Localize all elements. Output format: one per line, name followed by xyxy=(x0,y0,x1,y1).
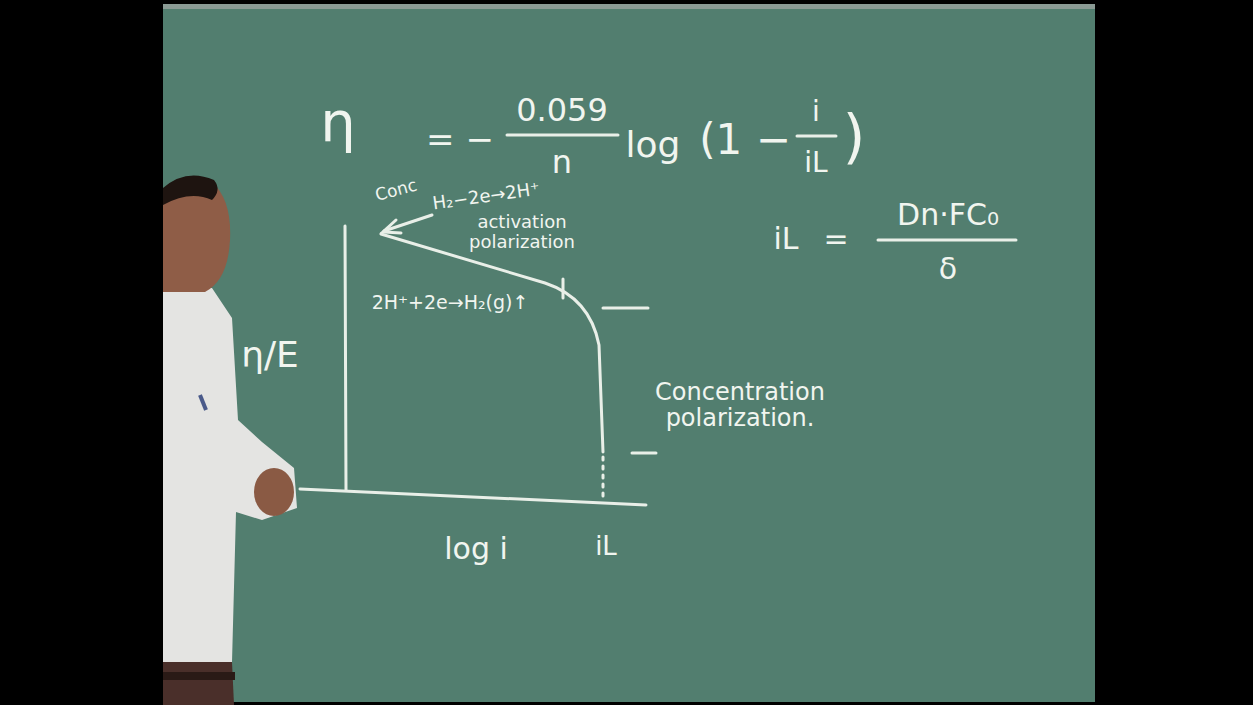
annotation: Conc xyxy=(373,175,419,204)
reaction-label: H₂−2e→2H⁺ xyxy=(431,179,541,214)
arrow-head xyxy=(383,220,401,233)
equation-numerator: Dn·FC₀ xyxy=(897,198,999,231)
pen xyxy=(200,395,206,410)
fraction-bar xyxy=(797,135,836,138)
hair xyxy=(163,176,218,206)
equation-symbol: η xyxy=(320,91,356,153)
tick-mark xyxy=(562,279,565,298)
limiting-current-guide xyxy=(602,457,605,498)
axis-label: log i xyxy=(444,532,508,565)
hand xyxy=(254,468,294,516)
y-axis xyxy=(345,226,346,490)
dash-mark xyxy=(632,452,656,455)
axis-label: iL xyxy=(595,532,617,561)
equation-numerator: 0.059 xyxy=(516,93,608,128)
equation-function: log xyxy=(626,125,681,165)
chalkboard xyxy=(163,4,1095,702)
region-label: Concentration polarization. xyxy=(640,379,840,432)
equation-term: (1 − xyxy=(699,117,791,163)
board-frame xyxy=(163,4,1095,9)
fraction-bar xyxy=(878,239,1016,242)
polarization-curve xyxy=(381,234,603,452)
equation-denominator: iL xyxy=(804,148,827,179)
trousers xyxy=(163,662,234,705)
x-axis xyxy=(300,489,646,505)
equation-denominator: δ xyxy=(939,252,957,285)
equation-numerator: i xyxy=(812,97,820,128)
equation-denominator: n xyxy=(552,145,572,180)
region-label: activation polarization xyxy=(460,212,584,252)
belt xyxy=(163,672,235,680)
lecturer-figure xyxy=(163,176,297,705)
equation-operator: = xyxy=(823,222,848,255)
dash-mark xyxy=(603,307,648,310)
equation-symbol: iL xyxy=(773,222,798,255)
equation-operator: = − xyxy=(426,121,494,158)
reaction-label: 2H⁺+2e→H₂(g)↑ xyxy=(372,292,529,313)
chalk-drawing xyxy=(300,135,1016,505)
fraction-bar xyxy=(507,134,618,137)
axis-label: η/E xyxy=(241,335,299,375)
equation-bracket: ) xyxy=(843,106,866,170)
